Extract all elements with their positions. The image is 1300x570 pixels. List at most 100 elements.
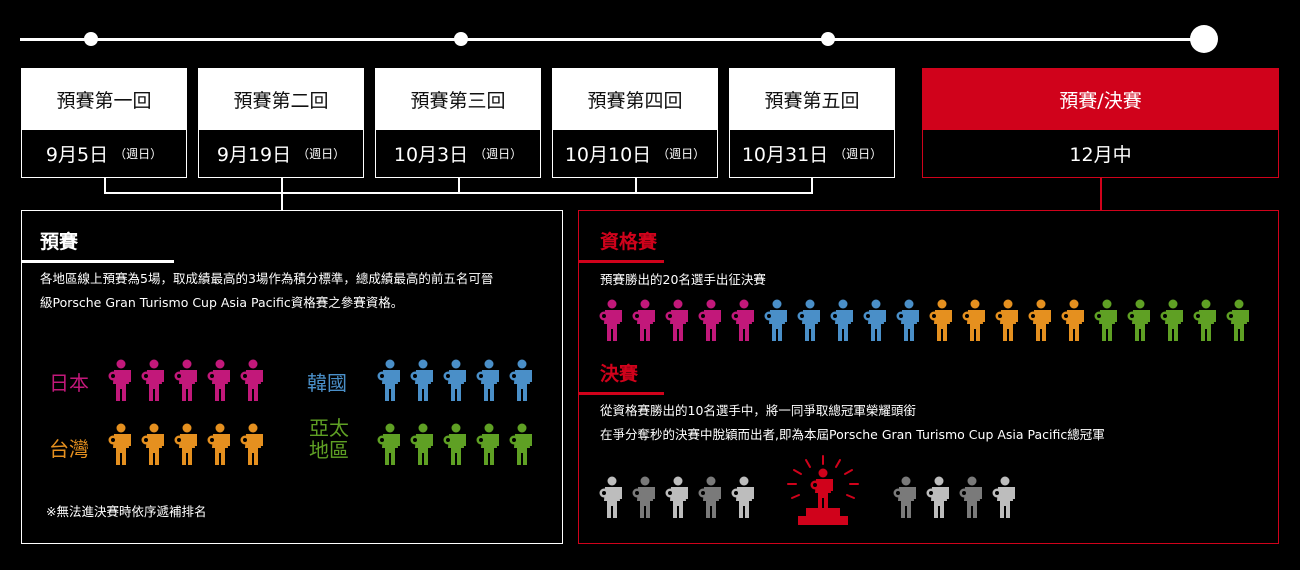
prelim-title: 預賽 <box>40 231 79 253</box>
player-icon <box>1160 299 1186 341</box>
round-date: 10月3日 <box>393 144 469 166</box>
player-icon <box>377 359 402 401</box>
player-icon <box>377 423 402 465</box>
round-title: 預賽第四回 <box>553 69 717 130</box>
player-icon <box>632 476 658 518</box>
player-icon <box>962 299 988 341</box>
region-japan: 日本 <box>49 371 89 395</box>
title-underline <box>22 260 174 263</box>
finals-description: 從資格賽勝出的10名選手中，將一同爭取總冠軍榮耀頭銜 在爭分奪秒的決賽中脫穎而出… <box>600 399 1270 447</box>
round-date: 9月5日 <box>45 144 109 166</box>
round-title: 預賽第五回 <box>730 69 894 130</box>
player-icon <box>207 359 232 401</box>
player-icon <box>476 359 501 401</box>
player-icon <box>599 299 625 341</box>
connector <box>811 178 813 193</box>
region-name-line: 亞太 <box>309 416 349 440</box>
timeline-dot <box>454 32 468 46</box>
timeline-dot <box>821 32 835 46</box>
player-icon <box>207 423 232 465</box>
asia-pacific-players <box>377 423 542 465</box>
round-title: 預賽第二回 <box>199 69 363 130</box>
player-icon <box>959 476 985 518</box>
player-icon <box>108 359 133 401</box>
finals-panel: 資格賽 預賽勝出的20名選手出征決賽 決賽 從資格賽勝出的10名選手中，將一同爭… <box>578 210 1279 544</box>
player-icon <box>995 299 1021 341</box>
player-icon <box>896 299 922 341</box>
player-icon <box>632 299 658 341</box>
player-icon <box>108 423 133 465</box>
region-name-line: 地區 <box>309 438 349 462</box>
region-taiwan: 台灣 <box>49 437 89 461</box>
desc-line: 從資格賽勝出的10名選手中，將一同爭取總冠軍榮耀頭銜 <box>600 403 916 418</box>
round-3-box: 預賽第三回 10月3日 （週日） <box>375 68 541 178</box>
player-icon <box>509 423 534 465</box>
player-icon <box>764 299 790 341</box>
player-icon <box>929 299 955 341</box>
player-icon <box>698 299 724 341</box>
round-day: （週日） <box>474 147 523 161</box>
finalists-left <box>599 476 764 518</box>
finalists-right <box>893 476 1025 518</box>
prelim-panel: 預賽 各地區線上預賽為5場，取成績最高的3場作為積分標準，總成績最高的前五名可晉… <box>21 210 563 544</box>
player-icon <box>1061 299 1087 341</box>
connector <box>104 178 106 193</box>
prelim-note: ※無法進決賽時依序遞補排名 <box>46 504 207 519</box>
player-icon <box>240 423 265 465</box>
round-day: （週日） <box>114 147 163 161</box>
final-date: 12月中 <box>1069 144 1132 166</box>
region-korea: 韓國 <box>307 371 347 395</box>
player-icon <box>665 299 691 341</box>
player-icon <box>698 476 724 518</box>
final-box: 預賽/決賽 12月中 <box>922 68 1279 178</box>
qualifier-title: 資格賽 <box>600 231 658 253</box>
player-icon <box>509 359 534 401</box>
final-title: 預賽/決賽 <box>923 69 1278 130</box>
player-icon <box>240 359 265 401</box>
round-date: 9月19日 <box>216 144 292 166</box>
japan-players <box>108 359 273 401</box>
champion-podium <box>784 454 862 526</box>
player-icon <box>410 359 435 401</box>
round-day: （週日） <box>834 147 883 161</box>
player-icon <box>1127 299 1153 341</box>
round-title: 預賽第三回 <box>376 69 540 130</box>
prelim-description: 各地區線上預賽為5場，取成績最高的3場作為積分標準，總成績最高的前五名可晉 級P… <box>40 267 560 315</box>
connector-red <box>1100 178 1102 210</box>
finals-title: 決賽 <box>600 363 639 385</box>
player-icon <box>410 423 435 465</box>
player-icon <box>893 476 919 518</box>
round-5-box: 預賽第五回 10月31日（週日） <box>729 68 895 178</box>
desc-line: 各地區線上預賽為5場，取成績最高的3場作為積分標準，總成績最高的前五名可晉 <box>40 271 494 286</box>
player-icon <box>174 359 199 401</box>
player-icon <box>863 299 889 341</box>
round-day: （週日） <box>657 147 706 161</box>
qualifier-description: 預賽勝出的20名選手出征決賽 <box>600 272 766 287</box>
timeline-dot <box>84 32 98 46</box>
round-1-box: 預賽第一回 9月5日（週日） <box>21 68 187 178</box>
connector <box>458 178 460 193</box>
player-icon <box>926 476 952 518</box>
taiwan-players <box>108 423 273 465</box>
connector <box>281 178 283 210</box>
player-icon <box>141 359 166 401</box>
player-icon <box>1094 299 1120 341</box>
round-4-box: 預賽第四回 10月10日（週日） <box>552 68 718 178</box>
timeline-line <box>20 38 1206 41</box>
player-icon <box>443 423 468 465</box>
player-icon <box>992 476 1018 518</box>
connector <box>104 192 813 194</box>
player-icon <box>141 423 166 465</box>
player-icon <box>665 476 691 518</box>
player-icon <box>476 423 501 465</box>
player-icon <box>1028 299 1054 341</box>
title-underline <box>579 260 664 263</box>
timeline-end-dot <box>1190 25 1218 53</box>
desc-line: 級Porsche Gran Turismo Cup Asia Pacific資格… <box>40 295 404 310</box>
round-2-box: 預賽第二回 9月19日（週日） <box>198 68 364 178</box>
title-underline <box>579 392 664 395</box>
connector <box>635 178 637 193</box>
player-icon <box>1193 299 1219 341</box>
player-icon <box>443 359 468 401</box>
player-icon <box>599 476 625 518</box>
